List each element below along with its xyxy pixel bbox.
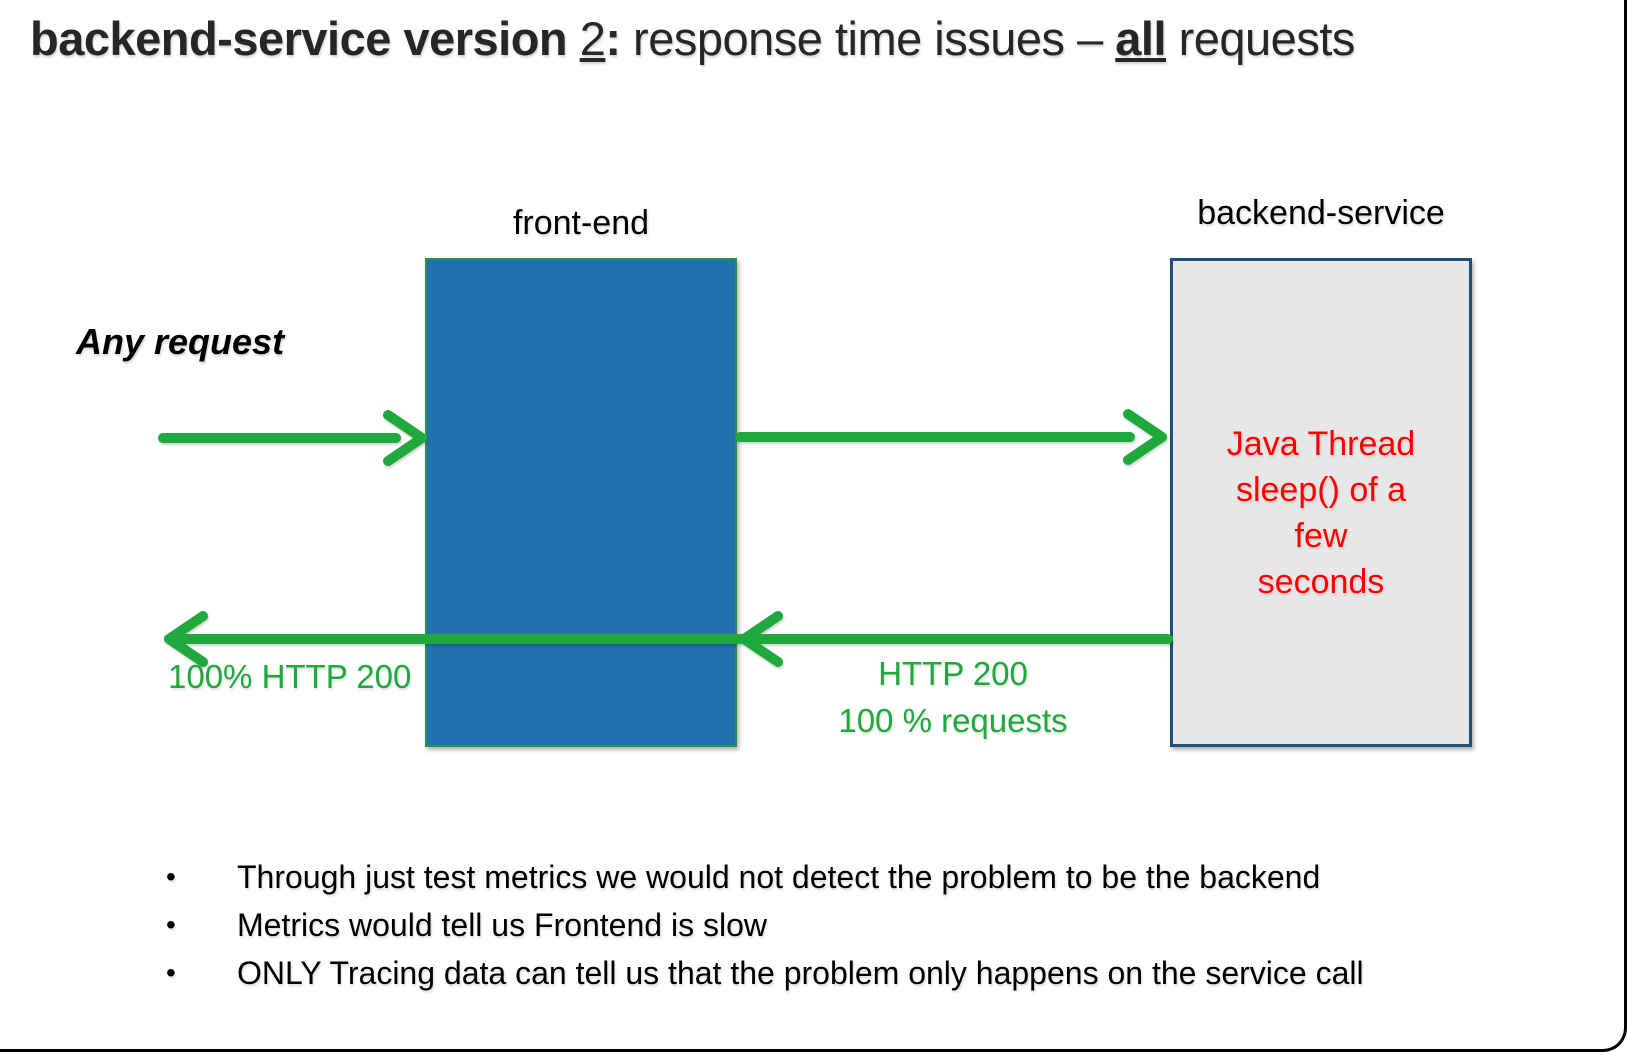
- bullet-icon: •: [166, 957, 176, 988]
- backend-sleep-note-line: sleep() of a: [1235, 471, 1407, 509]
- request-in-arrow: [158, 410, 427, 466]
- backend-box-label: backend-service: [1197, 194, 1445, 232]
- any-request-label: Any request: [76, 321, 285, 362]
- title-segment-service-version: backend-service version: [30, 12, 580, 65]
- list-item: • ONLY Tracing data can tell us that the…: [163, 949, 1543, 997]
- list-item-text: Through just test metrics we would not d…: [237, 859, 1321, 895]
- response-mid-label-line2: 100 % requests: [838, 702, 1068, 739]
- backend-sleep-note-line: few: [1294, 517, 1348, 555]
- title-segment-version-number: 2: [579, 12, 606, 65]
- list-item-text: ONLY Tracing data can tell us that the p…: [237, 955, 1364, 991]
- frontend-box-label: front-end: [512, 204, 650, 242]
- title-segment-issue: response time issues –: [620, 12, 1116, 65]
- bullet-list: • Through just test metrics we would not…: [163, 853, 1543, 997]
- request-frontend-to-backend-arrow: [735, 409, 1167, 465]
- response-left-label: 100% HTTP 200: [168, 658, 412, 695]
- title-segment-all: all: [1115, 12, 1167, 65]
- response-out-arrow: [164, 611, 208, 667]
- backend-sleep-note-line: Java Thread: [1226, 425, 1416, 463]
- bullet-icon: •: [166, 909, 176, 940]
- bullet-icon: •: [166, 861, 176, 892]
- backend-box: [1170, 258, 1472, 747]
- list-item-text: Metrics would tell us Frontend is slow: [237, 907, 767, 943]
- title-segment-requests: requests: [1166, 12, 1356, 65]
- list-item: • Through just test metrics we would not…: [163, 853, 1543, 901]
- title-segment-colon: :: [605, 12, 621, 65]
- backend-sleep-note: Java Thread sleep() of a few seconds: [1170, 421, 1472, 605]
- response-mid-label-line1: HTTP 200: [878, 655, 1028, 692]
- page-title: backend-service version 2: response time…: [30, 11, 1355, 66]
- response-mid-label: HTTP 200 100 % requests: [803, 650, 1103, 744]
- frontend-box: [425, 258, 737, 747]
- backend-sleep-note-line: seconds: [1257, 563, 1385, 601]
- list-item: • Metrics would tell us Frontend is slow: [163, 901, 1543, 949]
